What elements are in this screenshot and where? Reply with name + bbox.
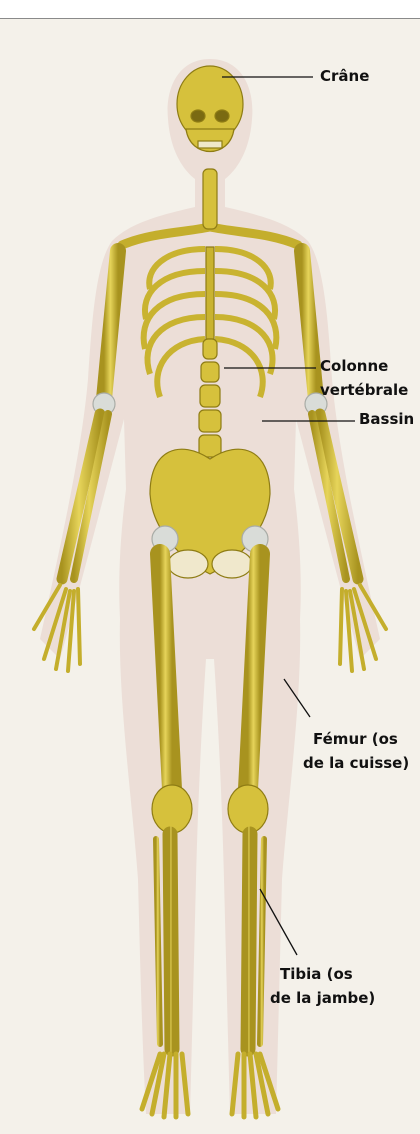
fibula-left (156, 839, 160, 1044)
knee-left (152, 785, 192, 833)
spine-label-line2: vertébrale (320, 379, 408, 401)
skeleton-illustration (0, 19, 420, 1134)
femur-label-line2: de la cuisse) (303, 752, 409, 774)
femur-left (160, 554, 172, 789)
spine-label-line1: Colonne (320, 355, 388, 377)
tibia-label-line1: Tibia (os (280, 963, 353, 985)
skull-label: Crâne (320, 65, 369, 87)
tibia-label-line2: de la jambe) (270, 987, 375, 1009)
knee-right (228, 785, 268, 833)
sternum (206, 247, 214, 339)
pelvis-label: Bassin (359, 408, 414, 430)
femur-right (248, 554, 260, 789)
femur-label-line1: Fémur (os (313, 728, 398, 750)
tibia-right (248, 834, 250, 1049)
illustration-panel: Crâne Colonne vertébrale Bassin Fémur (o… (0, 18, 420, 1134)
tibia-left (170, 834, 172, 1049)
fibula-right (260, 839, 264, 1044)
